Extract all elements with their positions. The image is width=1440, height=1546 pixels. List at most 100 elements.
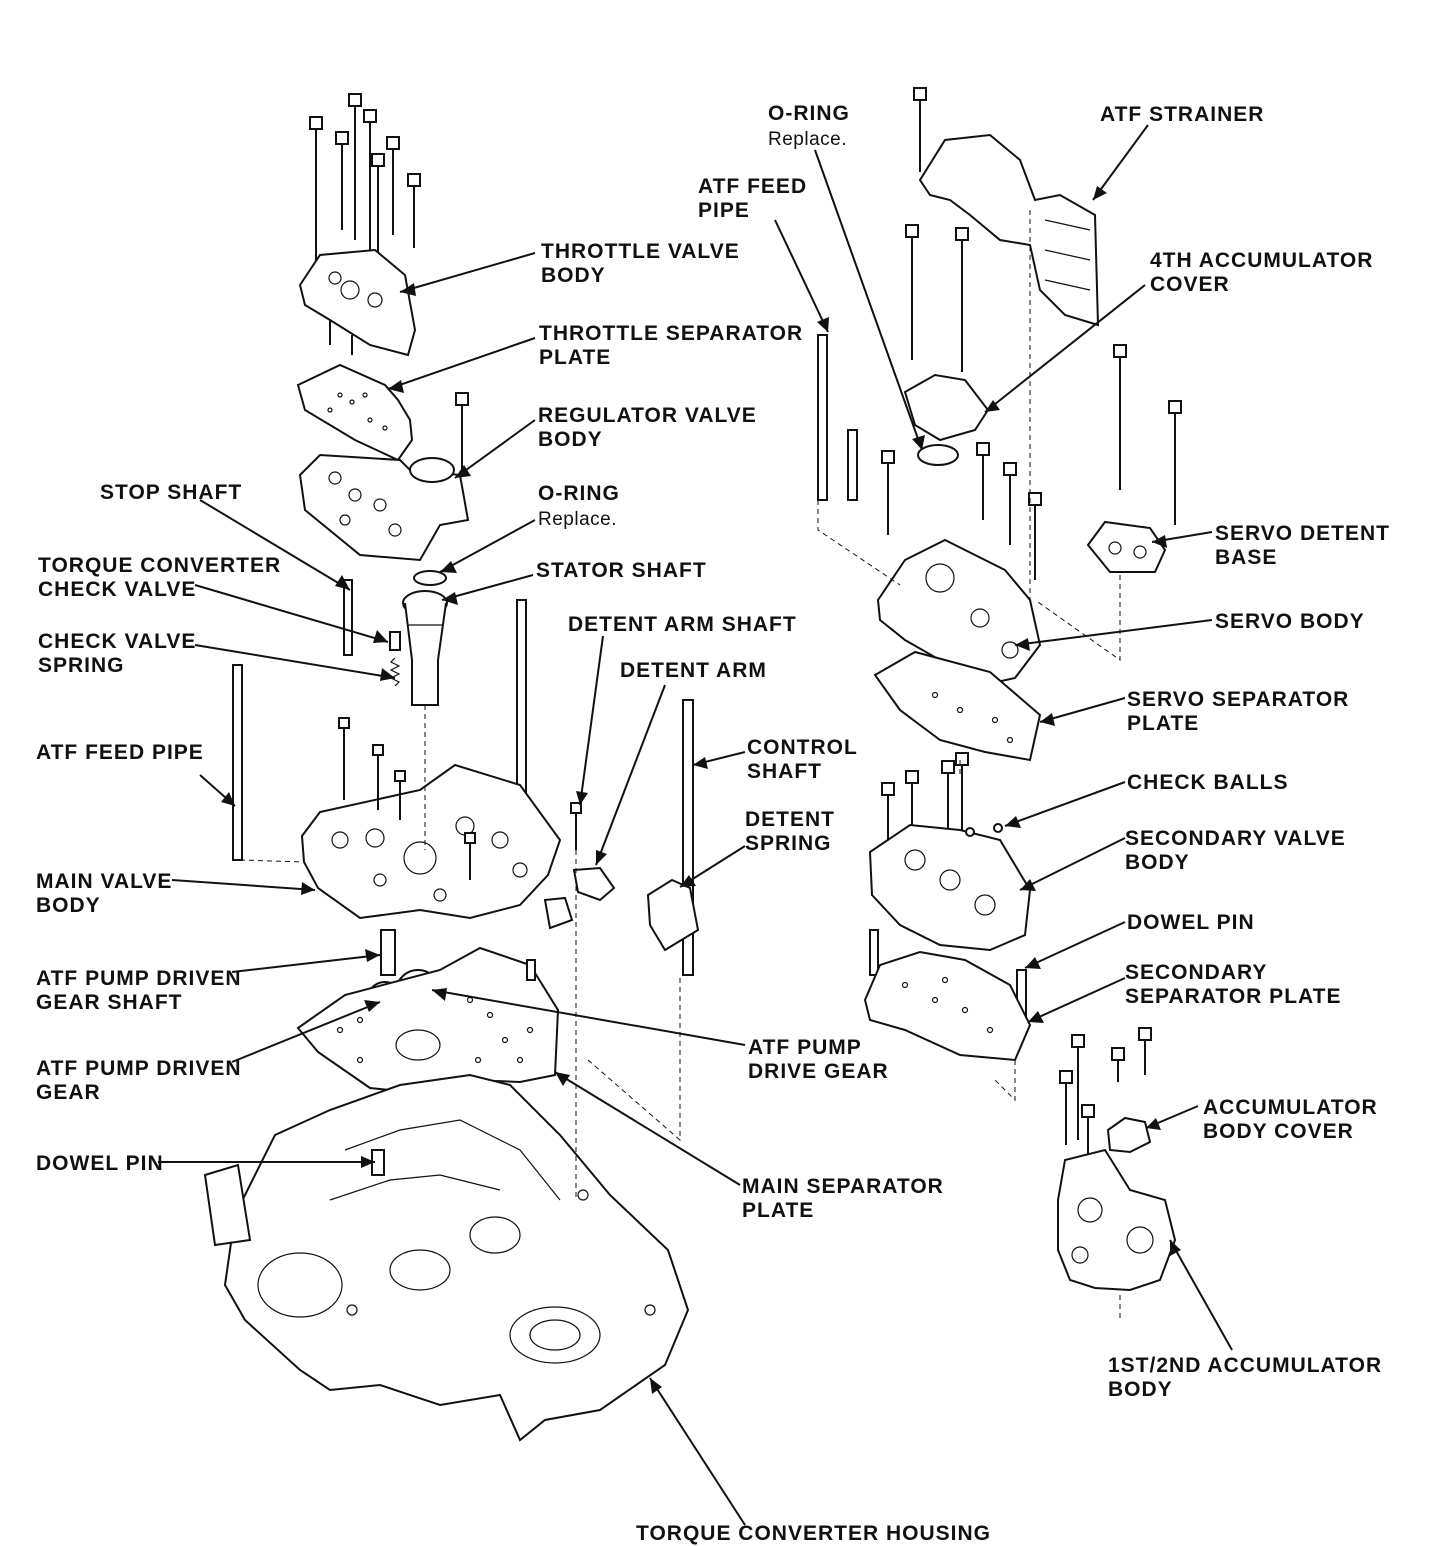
arrow-o-ring-left xyxy=(439,519,536,573)
label-fourth-accumulator-cover-1: 4TH ACCUMULATOR xyxy=(1150,249,1373,272)
label-throttle-separator-plate-1: THROTTLE SEPARATOR xyxy=(539,322,803,345)
arrow-dowel-pin-right xyxy=(1024,921,1126,969)
label-detent-arm: DETENT ARM xyxy=(620,659,767,682)
label-torque-converter-housing: TORQUE CONVERTER HOUSING xyxy=(636,1522,991,1545)
label-servo-separator-plate-2: PLATE xyxy=(1127,712,1199,735)
label-atf-feed-pipe-right-1: ATF FEED xyxy=(698,175,807,198)
label-throttle-valve-body-2: BODY xyxy=(541,264,606,287)
arrow-servo-separator-plate xyxy=(1039,697,1126,726)
arrow-check-valve-spring xyxy=(194,644,396,681)
right-feed-pipes-and-bolts xyxy=(817,224,1182,580)
label-main-valve-body-2: BODY xyxy=(36,894,101,917)
label-detent-arm-shaft: DETENT ARM SHAFT xyxy=(568,613,797,636)
arrow-o-ring-right xyxy=(814,149,925,451)
label-detent-spring-2: SPRING xyxy=(745,832,832,855)
arrow-dowel-pin-left xyxy=(158,1156,375,1168)
label-stop-shaft: STOP SHAFT xyxy=(100,481,242,504)
labels: THROTTLE VALVE BODY THROTTLE SEPARATOR P… xyxy=(36,102,1389,1545)
label-fourth-accumulator-cover-2: COVER xyxy=(1150,273,1230,296)
label-first-second-accumulator-body-2: BODY xyxy=(1108,1378,1173,1401)
label-atf-pump-drive-gear-2: DRIVE GEAR xyxy=(748,1060,889,1083)
label-control-shaft-2: SHAFT xyxy=(747,760,822,783)
accumulator-body-and-cover xyxy=(1057,1027,1177,1292)
leader-arrows xyxy=(158,124,1233,1526)
label-atf-pump-driven-gear-shaft-2: GEAR SHAFT xyxy=(36,991,183,1014)
label-throttle-separator-plate-2: PLATE xyxy=(539,346,611,369)
label-accumulator-body-cover-2: BODY COVER xyxy=(1203,1120,1354,1143)
arrow-atf-strainer xyxy=(1092,124,1149,201)
secondary-valve-body xyxy=(868,752,1032,952)
label-check-valve-spring-2: SPRING xyxy=(38,654,125,677)
label-o-ring-right: O-RING xyxy=(768,102,850,125)
arrow-control-shaft xyxy=(692,751,746,769)
servo-separator-plate xyxy=(873,650,1042,762)
main-separator-plate xyxy=(296,946,560,1097)
label-main-separator-plate-1: MAIN SEPARATOR xyxy=(742,1175,944,1198)
arrow-torque-converter-check-valve xyxy=(194,584,389,643)
label-o-ring-left: O-RING xyxy=(538,482,620,505)
o-ring-and-stator-shaft xyxy=(402,570,448,706)
label-secondary-separator-plate-2: SEPARATOR PLATE xyxy=(1125,985,1341,1008)
arrow-servo-detent-base xyxy=(1151,531,1213,548)
label-servo-detent-base-2: BASE xyxy=(1215,546,1277,569)
arrow-torque-converter-housing xyxy=(649,1377,746,1526)
arrow-secondary-valve-body xyxy=(1019,837,1126,891)
label-torque-converter-check-valve-2: CHECK VALVE xyxy=(38,578,196,601)
label-main-separator-plate-2: PLATE xyxy=(742,1199,814,1222)
label-secondary-valve-body-1: SECONDARY VALVE xyxy=(1125,827,1346,850)
secondary-separator-plate xyxy=(863,929,1032,1062)
arrow-atf-feed-pipe-right xyxy=(774,219,829,333)
label-dowel-pin-left: DOWEL PIN xyxy=(36,1152,164,1175)
label-secondary-valve-body-2: BODY xyxy=(1125,851,1190,874)
label-atf-pump-drive-gear-1: ATF PUMP xyxy=(748,1036,862,1059)
arrow-atf-feed-pipe-left xyxy=(199,774,236,807)
servo-detent-base xyxy=(1086,520,1167,573)
label-atf-feed-pipe-left: ATF FEED PIPE xyxy=(36,741,204,764)
arrow-accumulator-body-cover xyxy=(1145,1105,1199,1130)
label-torque-converter-check-valve-1: TORQUE CONVERTER xyxy=(38,554,281,577)
throttle-valve-body xyxy=(298,248,417,357)
label-first-second-accumulator-body-1: 1ST/2ND ACCUMULATOR xyxy=(1108,1354,1382,1377)
label-check-balls: CHECK BALLS xyxy=(1127,771,1289,794)
arrow-fourth-accumulator-cover xyxy=(984,284,1146,413)
label-secondary-separator-plate-1: SECONDARY xyxy=(1125,961,1267,984)
throttle-separator-plate xyxy=(296,363,414,462)
arrow-atf-pump-driven-gear xyxy=(231,1000,381,1063)
label-regulator-valve-body-1: REGULATOR VALVE xyxy=(538,404,757,427)
regulator-valve-body xyxy=(298,392,470,562)
arrow-detent-spring xyxy=(679,845,746,888)
label-atf-pump-driven-gear-2: GEAR xyxy=(36,1081,101,1104)
stop-shaft-and-check-valve xyxy=(343,579,401,687)
arrow-check-balls xyxy=(1004,781,1126,828)
label-atf-strainer: ATF STRAINER xyxy=(1100,103,1264,126)
label-throttle-valve-body-1: THROTTLE VALVE xyxy=(541,240,740,263)
label-atf-pump-driven-gear-1: ATF PUMP DRIVEN xyxy=(36,1057,242,1080)
arrow-regulator-valve-body xyxy=(454,419,536,479)
label-atf-feed-pipe-right-2: PIPE xyxy=(698,199,750,222)
label-dowel-pin-right: DOWEL PIN xyxy=(1127,911,1255,934)
alignment-lines xyxy=(239,210,1121,1320)
arrow-detent-arm xyxy=(595,684,666,866)
arrow-throttle-valve-body xyxy=(399,252,536,296)
label-accumulator-body-cover-1: ACCUMULATOR xyxy=(1203,1096,1378,1119)
arrow-detent-arm-shaft xyxy=(576,635,604,806)
label-o-ring-left-note: Replace. xyxy=(538,509,617,530)
arrow-stator-shaft xyxy=(441,574,534,605)
torque-converter-housing xyxy=(203,1073,690,1442)
arrow-servo-body xyxy=(1014,619,1213,651)
servo-body xyxy=(876,538,1042,690)
label-main-valve-body-1: MAIN VALVE xyxy=(36,870,172,893)
arrow-atf-pump-driven-gear-shaft xyxy=(231,949,381,973)
main-valve-body xyxy=(300,717,616,930)
arrow-atf-pump-drive-gear xyxy=(431,988,746,1046)
label-servo-body: SERVO BODY xyxy=(1215,610,1365,633)
arrow-secondary-separator-plate xyxy=(1027,977,1126,1023)
label-control-shaft-1: CONTROL xyxy=(747,736,858,759)
label-stator-shaft: STATOR SHAFT xyxy=(536,559,707,582)
throttle-valve-bolts xyxy=(309,93,421,270)
fourth-accumulator-cover-and-o-ring xyxy=(903,373,990,466)
label-atf-pump-driven-gear-shaft-1: ATF PUMP DRIVEN xyxy=(36,967,242,990)
arrow-main-separator-plate xyxy=(554,1071,741,1186)
label-servo-separator-plate-1: SERVO SEPARATOR xyxy=(1127,688,1349,711)
